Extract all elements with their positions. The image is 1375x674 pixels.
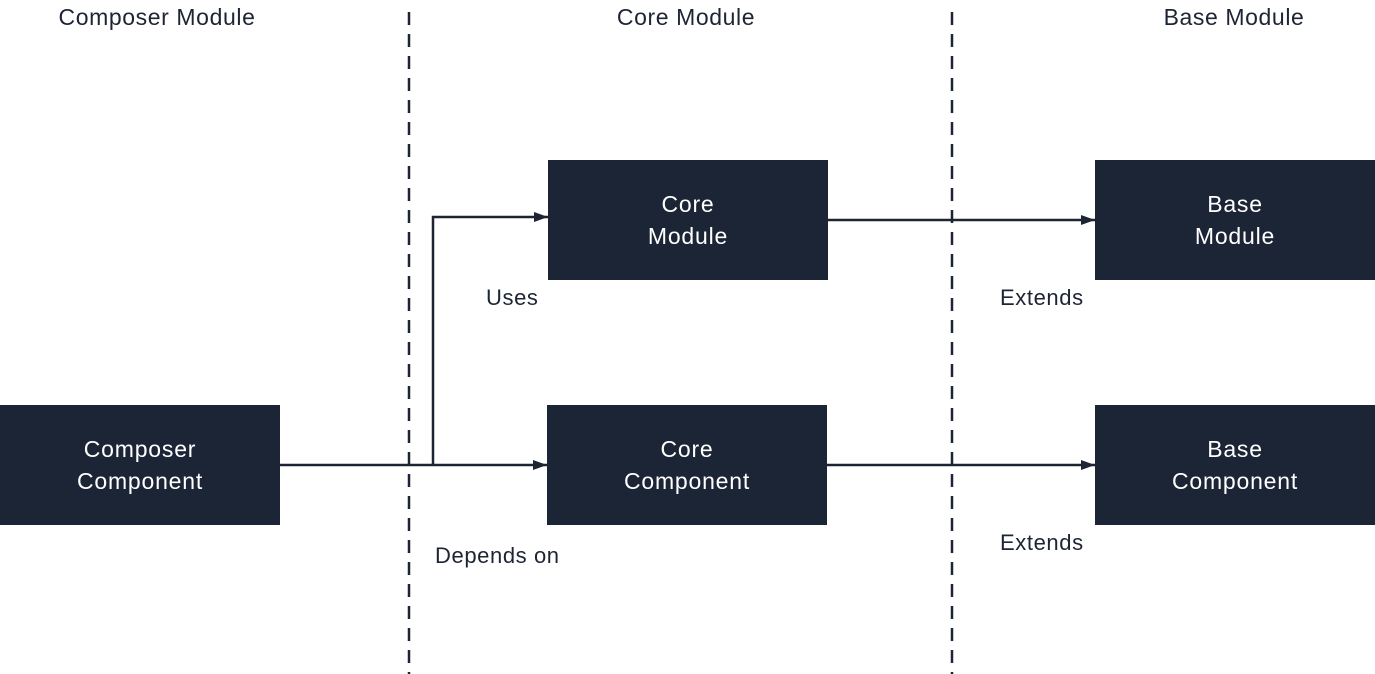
node-composer-component-line1: Composer [83, 436, 197, 462]
uses-arrow [431, 212, 548, 465]
node-base-module-line1: Base [1207, 191, 1263, 217]
node-core-module-line2: Module [647, 223, 729, 249]
edge-label-extends-module: Extends [1000, 285, 1084, 310]
node-composer-component-line2: Component [76, 468, 204, 494]
node-base-component-line1: Base [1207, 436, 1263, 462]
node-composer-component: Composer Component [0, 405, 280, 525]
lane-title-composer: Composer Module [58, 4, 256, 30]
node-core-component-line1: Core [660, 436, 714, 462]
node-base-component: Base Component [1095, 405, 1375, 525]
edge-label-depends-on: Depends on [435, 543, 560, 568]
node-core-component-line2: Component [623, 468, 751, 494]
lane-title-base: Base Module [1163, 4, 1305, 30]
node-core-module-line1: Core [661, 191, 715, 217]
node-core-component: Core Component [547, 405, 827, 525]
node-base-module-line2: Module [1194, 223, 1276, 249]
edge-label-extends-component: Extends [1000, 530, 1084, 555]
edge-label-uses: Uses [486, 285, 539, 310]
node-core-module: Core Module [548, 160, 828, 280]
node-base-module: Base Module [1095, 160, 1375, 280]
node-base-component-line2: Component [1171, 468, 1299, 494]
lane-title-core: Core Module [616, 4, 756, 30]
